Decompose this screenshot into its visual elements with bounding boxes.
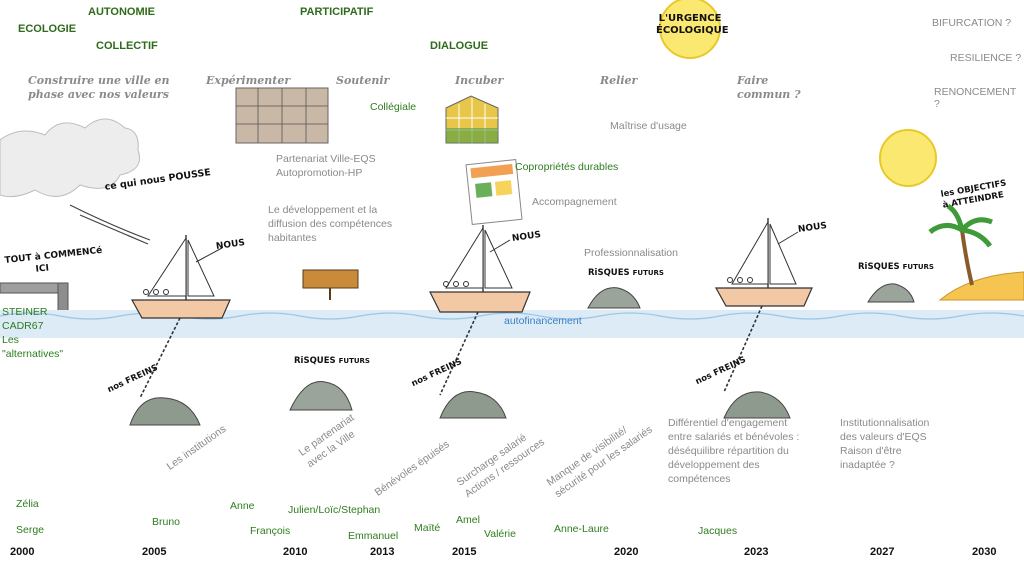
brake-diff-line4: développement des bbox=[668, 459, 760, 471]
brake-diff-line3: déséquilibre répartition du bbox=[668, 445, 789, 457]
brake-diff-line1: Différentiel d'engagement bbox=[668, 417, 788, 429]
year-2030: 2030 bbox=[972, 546, 997, 558]
futurs-word-3: FUTURS bbox=[902, 263, 934, 271]
question-resilience: RESILIENCE ? bbox=[950, 52, 1022, 64]
partenariat-line1: Partenariat Ville-EQS bbox=[276, 153, 376, 165]
palm-trunk bbox=[960, 229, 974, 286]
person-francois: François bbox=[250, 525, 291, 537]
person-emmanuel: Emmanuel bbox=[348, 530, 399, 542]
annotation-autofinancement: autofinancement bbox=[504, 315, 582, 327]
annotation-professionnalisation: Professionnalisation bbox=[584, 247, 678, 259]
sun-urgence bbox=[659, 0, 721, 59]
person-jacques: Jacques bbox=[698, 525, 738, 537]
label-risques-3: RiSQUES FUTURS bbox=[858, 262, 934, 272]
sun-label-line1: L'URGENCE bbox=[658, 13, 722, 24]
futurs-word-2: FUTURS bbox=[632, 269, 664, 277]
label-risques-2: RiSQUES FUTURS bbox=[588, 268, 664, 278]
annotation-diffusion: Le développement et la diffusion des com… bbox=[268, 203, 392, 245]
brake-inst-line1: Institutionnalisation bbox=[840, 417, 930, 429]
stage-faire-commun-line2: commun ? bbox=[737, 88, 801, 101]
partenariat-line2: Autopromotion-HP bbox=[276, 167, 363, 179]
diffusion-line2: diffusion des compétences bbox=[268, 218, 393, 230]
risques-word-1: RiSQUES bbox=[294, 356, 336, 366]
sailboat-3 bbox=[714, 218, 813, 393]
origin-cadr67: CADR67 bbox=[2, 320, 44, 332]
year-2027: 2027 bbox=[870, 546, 895, 558]
rock-brake-2 bbox=[439, 391, 507, 419]
person-zelia: Zélia bbox=[16, 498, 39, 510]
annotation-collegiale: Collégiale bbox=[370, 101, 417, 113]
person-anne-laure: Anne-Laure bbox=[554, 523, 609, 535]
island bbox=[938, 271, 1024, 301]
stage-soutenir: Soutenir bbox=[336, 74, 390, 87]
origin-alternatives: "alternatives" bbox=[2, 348, 64, 360]
year-2010: 2010 bbox=[283, 546, 308, 558]
sailboat-2 bbox=[429, 225, 531, 396]
stage-construire-line2: phase avec nos valeurs bbox=[28, 88, 169, 101]
stage-relier: Relier bbox=[600, 74, 638, 87]
diffusion-line3: habitantes bbox=[268, 232, 317, 244]
stage-construire: Construire une ville en phase avec nos v… bbox=[28, 74, 170, 102]
rock-brake-3 bbox=[723, 391, 791, 419]
brake-inst-line2: des valeurs d'EQS bbox=[840, 431, 927, 443]
value-ecologie: ECOLOGIE bbox=[18, 23, 77, 35]
brake-diff-line2: entre salariés et bénévoles : bbox=[668, 431, 800, 443]
value-dialogue: DIALOGUE bbox=[430, 40, 489, 52]
risques-word-2: RiSQUES bbox=[588, 268, 630, 278]
sun-2027 bbox=[879, 129, 937, 187]
sailboat-1 bbox=[130, 235, 231, 399]
stage-incuber: Incuber bbox=[455, 74, 504, 87]
annotation-coproprietes: Copropriétés durables bbox=[515, 161, 619, 173]
question-bifurcation: BIFURCATION ? bbox=[932, 17, 1012, 29]
question-renoncement: RENONCEMENT ? bbox=[934, 86, 1017, 110]
annotation-origins: STEINER CADR67 Les "alternatives" bbox=[2, 305, 63, 361]
year-2005: 2005 bbox=[142, 546, 167, 558]
year-2015: 2015 bbox=[452, 546, 477, 558]
year-2020: 2020 bbox=[614, 546, 639, 558]
person-maite: Maïté bbox=[414, 522, 441, 534]
diffusion-line1: Le développement et la bbox=[268, 204, 378, 216]
person-julien-loic-stephan: Julien/Loïc/Stephan bbox=[288, 504, 381, 516]
palm-leaves bbox=[928, 203, 993, 248]
cloud-shape bbox=[0, 118, 140, 198]
value-collectif: COLLECTIF bbox=[96, 40, 158, 52]
rock-risk-3 bbox=[867, 283, 915, 303]
stage-faire-commun-line1: Faire bbox=[737, 74, 769, 87]
sun-urgence-label: L'URGENCE ÉCOLOGIQUE bbox=[656, 13, 729, 37]
stage-experimenter: Expérimenter bbox=[206, 74, 291, 87]
brake-differentiel: Différentiel d'engagement entre salariés… bbox=[668, 416, 799, 486]
brake-inst-line3: Raison d'être bbox=[840, 445, 902, 457]
rock-risk-1 bbox=[289, 381, 353, 411]
year-2023: 2023 bbox=[744, 546, 769, 558]
year-2013: 2013 bbox=[370, 546, 395, 558]
person-bruno: Bruno bbox=[152, 516, 181, 528]
value-participatif: PARTICIPATIF bbox=[300, 6, 374, 18]
origin-steiner: STEINER bbox=[2, 306, 48, 318]
annotation-accompagnement: Accompagnement bbox=[532, 196, 617, 208]
value-autonomie: AUTONOMIE bbox=[88, 6, 156, 18]
person-amel: Amel bbox=[456, 514, 480, 526]
rock-brake-1 bbox=[129, 397, 201, 426]
sun-label-line2: ÉCOLOGIQUE bbox=[656, 25, 729, 36]
stage-faire-commun: Faire commun ? bbox=[737, 74, 801, 102]
annotation-maitrise: Maîtrise d'usage bbox=[610, 120, 687, 132]
risques-word-3: RiSQUES bbox=[858, 262, 900, 272]
origin-les: Les bbox=[2, 334, 19, 346]
crew-figures bbox=[143, 277, 753, 295]
wind-lines bbox=[69, 204, 151, 245]
person-anne: Anne bbox=[230, 500, 255, 512]
brake-inst-line4: inadaptée ? bbox=[840, 459, 895, 471]
stage-construire-line1: Construire une ville en bbox=[28, 74, 170, 87]
person-serge: Serge bbox=[16, 524, 45, 536]
brake-diff-line5: compétences bbox=[668, 473, 731, 485]
person-valerie: Valérie bbox=[484, 528, 516, 540]
label-risques-1: RiSQUES FUTURS bbox=[294, 356, 370, 366]
futurs-word-1: FUTURS bbox=[338, 357, 370, 365]
annotation-partenariat: Partenariat Ville-EQS Autopromotion-HP bbox=[276, 152, 376, 180]
rock-risk-2 bbox=[587, 287, 641, 309]
sign-board bbox=[302, 269, 359, 289]
brake-institutionnalisation: Institutionnalisation des valeurs d'EQS … bbox=[840, 416, 929, 472]
year-2000: 2000 bbox=[10, 546, 35, 558]
